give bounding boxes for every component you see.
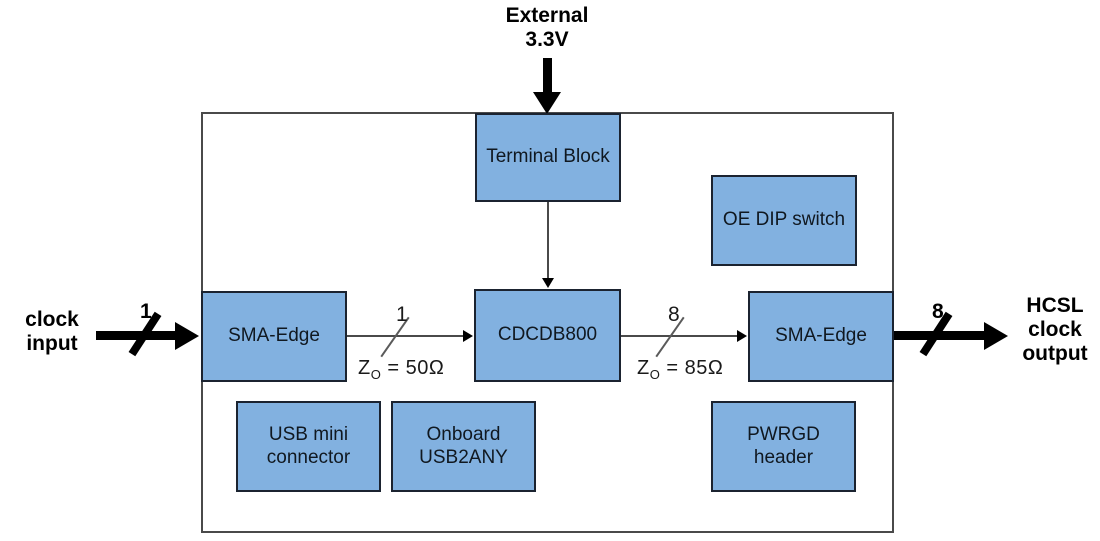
input-trace-bus-count: 1: [396, 303, 408, 326]
output-trace-impedance: ZO = 85Ω: [637, 357, 723, 382]
external-power-arrow-head: [533, 92, 561, 114]
clock-input-label: clock input: [25, 308, 79, 356]
input-impedance-symbol: Z: [358, 357, 371, 379]
output-trace-line: [621, 335, 738, 337]
output-impedance-symbol: Z: [637, 357, 650, 379]
output-impedance-equals: =: [660, 357, 685, 379]
block-terminal-block[interactable]: Terminal Block: [475, 113, 621, 202]
block-pwrgd-header[interactable]: PWRGD header: [711, 401, 856, 492]
block-sma-edge-output[interactable]: SMA-Edge: [748, 291, 894, 382]
input-trace-arrowhead: [463, 330, 473, 342]
clock-input-bus-arrowhead: [175, 322, 199, 350]
output-impedance-value: 85Ω: [684, 357, 724, 379]
power-rail-arrow-head: [542, 278, 554, 288]
clock-input-bus-count: 1: [140, 300, 152, 323]
block-sma-edge-input[interactable]: SMA-Edge: [201, 291, 347, 382]
input-impedance-subscript: O: [370, 367, 382, 382]
input-trace-impedance: ZO = 50Ω: [358, 357, 444, 382]
clock-output-bus-count: 8: [932, 300, 944, 323]
block-oe-dip-switch[interactable]: OE DIP switch: [711, 175, 857, 266]
input-impedance-value: 50Ω: [405, 357, 445, 379]
output-trace-arrowhead: [737, 330, 747, 342]
block-cdcdb800[interactable]: CDCDB800: [474, 289, 621, 382]
input-impedance-equals: =: [381, 357, 406, 379]
power-rail-line: [547, 202, 549, 278]
external-power-label: External 3.3V: [505, 4, 589, 52]
clock-output-label: HCSL clock output: [1022, 294, 1088, 366]
output-impedance-subscript: O: [649, 367, 661, 382]
block-usb-mini-connector[interactable]: USB mini connector: [236, 401, 381, 492]
block-onboard-usb2any[interactable]: Onboard USB2ANY: [391, 401, 536, 492]
input-trace-line: [347, 335, 464, 337]
output-trace-bus-count: 8: [668, 303, 680, 326]
clock-output-bus-arrowhead: [984, 322, 1008, 350]
external-power-arrow-shaft: [543, 58, 552, 94]
clock-output-bus-shaft: [894, 331, 990, 340]
